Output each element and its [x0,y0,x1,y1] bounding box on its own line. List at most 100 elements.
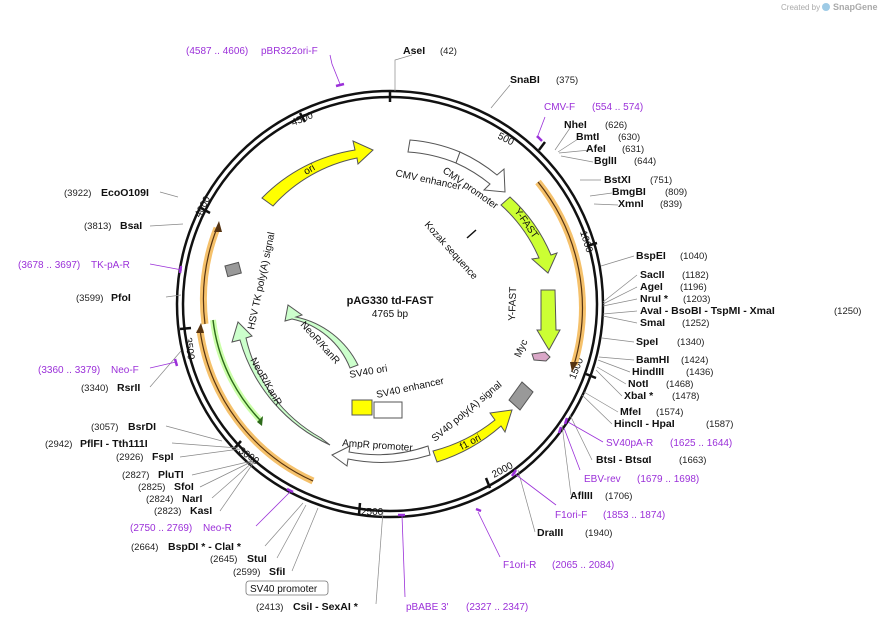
ampr-promoter-arrow [331,445,431,467]
primer-range: (2750 .. 2769) [130,523,192,534]
site-name: NotI [628,378,648,390]
site-pos: (2825) [138,482,165,493]
site-pos: (3057) [91,422,118,433]
site-pos: (809) [665,187,687,198]
primer-mark [178,265,183,274]
yfast1-label: Y-FAST [512,206,541,240]
site-name: SpeI [636,336,658,348]
site-pos: (751) [650,175,672,186]
site-name: AfeI [586,143,606,155]
credit-text: Created by [781,3,820,12]
site-name: AvaI - BsoBI - TspMI - XmaI [640,305,775,317]
primer-mark [286,487,294,494]
sv40-polya-box [508,381,534,411]
primer-range: (554 .. 574) [592,102,643,113]
primer-range: (2065 .. 2084) [552,560,614,571]
yfast-arrow-2 [536,289,561,352]
site-name: EcoO109I [101,187,149,199]
site-name: BamHI [636,354,669,366]
ori-label: ori [302,163,317,178]
site-name: AflIII [570,490,593,502]
site-pos: (1203) [683,294,710,305]
f1-ori-arrow [432,409,513,463]
site-pos: (3813) [84,221,111,232]
primer-name: SV40pA-R [606,438,653,449]
neor-outer-label: NeoR/KanR [247,356,283,408]
orf-arcs [196,179,586,485]
site-name: HindIII [632,366,664,378]
site-name: SfiI [269,566,285,578]
site-name: RsrII [117,382,140,394]
myc-label: Myc [513,338,531,359]
site-name: XbaI * [624,390,654,402]
site-name: StuI [247,553,267,565]
primer-mark [475,507,482,513]
site-pos: (2824) [146,494,173,505]
neor-arrow-outer [231,321,331,446]
tick-2500: 2500 [361,507,384,518]
tick-3500: 3500 [182,337,196,361]
site-name: FspI [152,451,174,463]
primer-labels: (4587 .. 4606) pBR322ori-F CMV-F (554 ..… [18,46,732,613]
site-name: PfoI [111,292,131,304]
sv40-polya-label: SV40 poly(A) signal [430,379,504,444]
primer-range: (1625 .. 1644) [670,438,732,449]
site-name: HincII - HpaI [614,418,675,430]
site-name: BsaI [120,220,142,232]
site-pos: (1940) [585,528,612,539]
site-name: BtsI - BtsαI [596,454,652,466]
primer-range: (3678 .. 3697) [18,260,80,271]
orf-arrowhead [570,362,578,372]
credit-app: SnapGene [833,2,878,12]
tick-4000: 4000 [193,194,213,219]
primer-name: pBABE 3' [406,602,449,613]
site-pos: (1424) [681,355,708,366]
site-pos: (1706) [605,491,632,502]
primer-name: Neo-F [111,365,139,376]
site-name: BglII [594,155,617,167]
ori-arrow [261,140,374,207]
orf-arrowhead [196,323,204,333]
site-pos: (3340) [81,383,108,394]
site-name: BmgBI [612,186,646,198]
site-pos: (1663) [679,455,706,466]
site-pos: (1340) [677,337,704,348]
primer-name: F1ori-F [555,510,587,521]
site-pos: (2823) [154,506,181,517]
tick-500: 500 [496,131,516,149]
neor-arrow-inner [284,304,359,369]
cmv-promoter-arrow [455,151,506,193]
site-pos: (1250) [834,306,861,317]
sv40-enhancer-box [373,401,403,419]
primer-mark [173,358,179,367]
sites-left: (3922) EcoO109I (3813) BsaI (3599) PfoI … [45,187,359,613]
site-pos: (839) [660,199,682,210]
kozak-marker [466,229,477,239]
site-name: CsiI - SexAI * [293,601,359,613]
cmv-enhancer-arrow [407,139,461,164]
primer-mark [510,469,518,477]
site-pos: (1196) [680,282,707,293]
map-title: pAG330 td-FAST [347,295,434,307]
site-pos: (631) [622,144,644,155]
site-name: KasI [190,505,212,517]
primer-name: pBR322ori-F [261,46,318,57]
site-pos: (2599) [233,567,260,578]
site-pos: (1252) [682,318,709,329]
primer-mark [335,82,345,88]
site-pos: (626) [605,120,627,131]
site-pos: (1587) [706,419,733,430]
primer-mark [557,426,563,434]
primer-name: F1ori-R [503,560,536,571]
site-name: NheI [564,119,587,131]
primer-name: TK-pA-R [91,260,130,271]
site-pos: (1436) [686,367,713,378]
site-pos: (2942) [45,439,72,450]
site-name: SacII [640,269,665,281]
site-name: SmaI [640,317,665,329]
site-pos: (3599) [76,293,103,304]
site-pos: (1468) [666,379,693,390]
site-name: MfeI [620,406,641,418]
primer-leaders [149,54,604,598]
